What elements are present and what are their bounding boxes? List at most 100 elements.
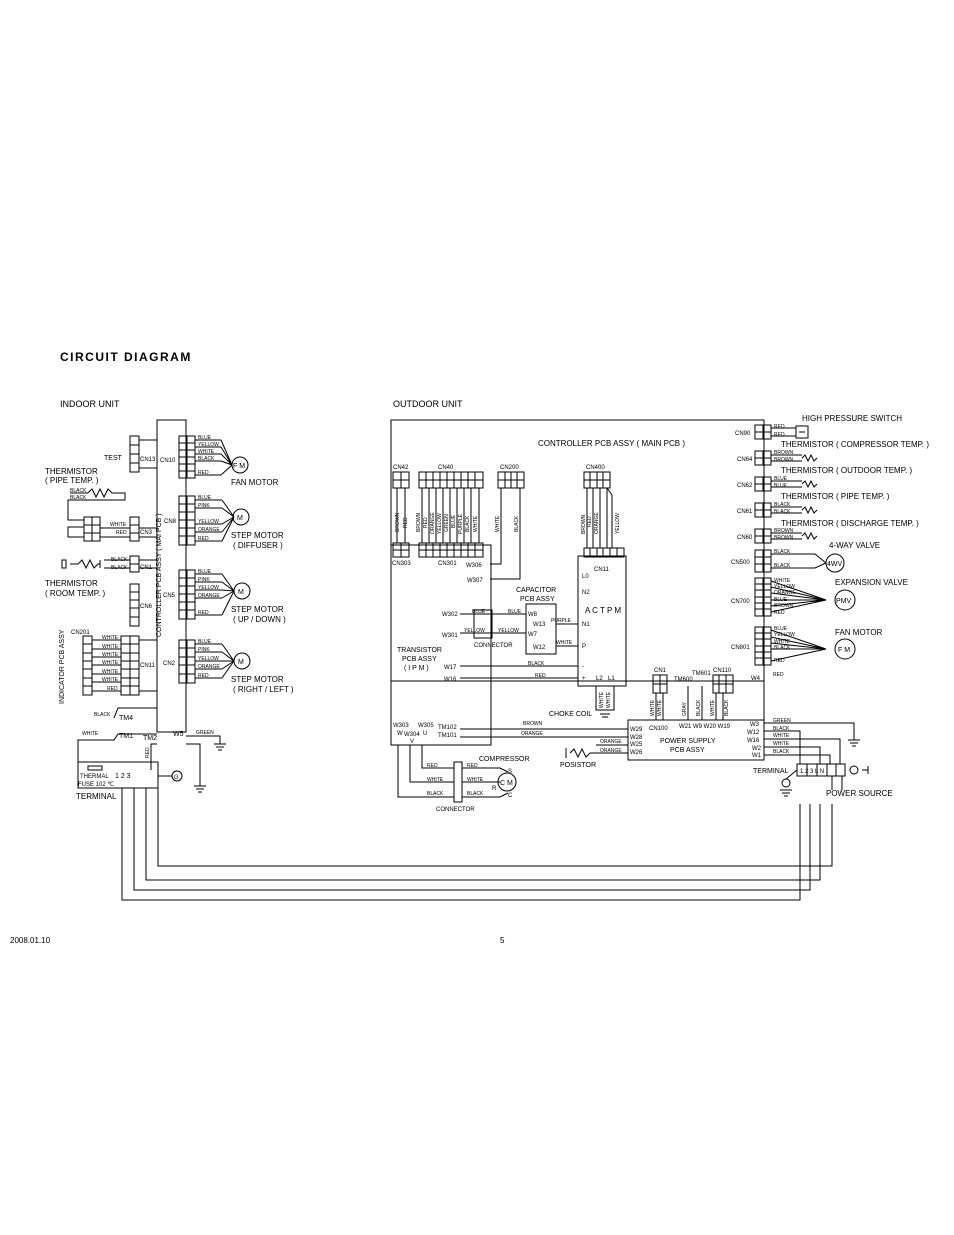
tm2-wire: RED — [145, 747, 151, 758]
comp-white-2: WHITE — [467, 777, 484, 783]
cn11-out-connector — [583, 547, 625, 558]
actpm-pin-plus: + — [582, 676, 586, 682]
cn201-connector — [82, 635, 157, 696]
step-motor-diffuser-symbol: M — [237, 515, 243, 522]
indoor-controller-pcb — [156, 419, 187, 733]
comp-white-1: WHITE — [427, 777, 444, 783]
cn1-wire-2: BLACK — [111, 565, 128, 571]
ps-pin-w2: W2 — [752, 746, 762, 752]
cn10-label: CN10 — [160, 458, 176, 464]
w306-label: W306 — [466, 563, 482, 569]
cn8-wire-5: RED — [198, 536, 209, 542]
cn801-wire-4: BLACK — [774, 645, 791, 651]
thermistor-pipe-wire-1: BLACK — [70, 488, 87, 494]
cn61-wire-2: BLACK — [774, 509, 791, 515]
cn40-wire-2: RED — [423, 517, 429, 528]
ps-pin-w3: W3 — [750, 722, 760, 728]
cn90-wire-1: RED — [774, 424, 785, 430]
cap-blue-right: BLUE — [508, 609, 522, 615]
w5-label: W5 — [173, 731, 184, 738]
compressor-symbol: C M — [500, 780, 513, 787]
cn700-wire-1: WHITE — [774, 578, 791, 584]
cn110-black: BLACK — [724, 699, 730, 716]
power-supply-label-1: POWER SUPPLY — [660, 738, 716, 745]
comp-black-1: BLACK — [427, 791, 444, 797]
cn6-label: CN6 — [140, 604, 153, 610]
cn42-label: CN42 — [393, 465, 409, 471]
posistor-label: POSISTOR — [560, 762, 596, 769]
fan-motor-out-label: FAN MOTOR — [835, 628, 883, 637]
cn10-wire-2: YELLOW — [198, 442, 219, 448]
capacitor-label-1: CAPACITOR — [516, 587, 556, 594]
cn8-label: CN8 — [164, 519, 177, 525]
cn2-wire-3: YELLOW — [198, 656, 219, 662]
cn3-wire-2: RED — [116, 530, 127, 536]
hps-label: HIGH PRESSURE SWITCH — [802, 414, 902, 423]
actpm-pin-minus: - — [582, 664, 584, 670]
outdoor-controller-label: CONTROLLER PCB ASSY ( MAIN PCB ) — [538, 439, 685, 448]
cn13-label: CN13 — [140, 457, 156, 463]
cn3-connector — [67, 516, 157, 542]
tm102-wire: BROWN — [523, 721, 543, 727]
capacitor-label-2: PCB ASSY — [520, 596, 555, 603]
tm1-label: TM1 — [119, 733, 133, 740]
cn10-wire-3: WHITE — [198, 449, 215, 455]
way-valve-icon — [825, 553, 845, 573]
ps-wire-white-2: WHITE — [773, 741, 790, 747]
transistor-pcb — [390, 544, 492, 746]
cn42-wire-1: BROWN — [395, 512, 401, 532]
actpm-pin-n1: N1 — [582, 622, 590, 628]
w302-label: W302 — [442, 612, 458, 618]
outdoor-terminal-numbers: 1 2 3 L N — [800, 769, 824, 775]
thermistor-pipe-label-2: ( PIPE TEMP. ) — [45, 476, 99, 485]
posistor-icon — [569, 747, 596, 759]
thermistor-room-label-1: THERMISTOR — [45, 579, 98, 588]
cn11-wire-6: WHITE — [102, 677, 119, 683]
fan-motor-out-symbol: F M — [838, 647, 850, 654]
cn700-wire-4: BLUE — [774, 597, 788, 603]
step-motor-updown-label-2: ( UP / DOWN ) — [233, 615, 286, 624]
power-pcb-feed-wires — [655, 681, 765, 720]
cn2-wire-1: BLUE — [198, 639, 212, 645]
transistor-label-2: PCB ASSY — [402, 656, 437, 663]
cn2-wire-4: ORANGE — [198, 664, 220, 670]
cn303-label: CN303 — [392, 561, 411, 567]
way-valve-symbol: 4WV — [827, 561, 843, 568]
tm101-wire: ORANGE — [521, 731, 543, 737]
comp-black-2: BLACK — [467, 791, 484, 797]
step-motor-diffuser-icon — [232, 508, 250, 526]
cn2-label: CN2 — [163, 661, 176, 667]
cn400-wire-1: BROWN — [581, 514, 587, 534]
cn11-wire-1: WHITE — [102, 635, 119, 641]
expansion-valve-label: EXPANSION VALVE — [835, 578, 908, 587]
cn8-wire-1: BLUE — [198, 495, 212, 501]
cn11-wire-2: WHITE — [102, 644, 119, 650]
ipm-red: RED — [535, 673, 546, 679]
cn110-white: WHITE — [710, 699, 716, 716]
cn64-wire-2: BROWN — [774, 457, 794, 463]
expansion-valve-symbol: PMV — [836, 598, 852, 605]
ps-wire-white-1: WHITE — [773, 733, 790, 739]
cn3-wire-1: WHITE — [110, 522, 127, 528]
fan-motor-label: FAN MOTOR — [231, 478, 279, 487]
power-supply-label-2: PCB ASSY — [670, 747, 705, 754]
tm101-label: TM101 — [438, 733, 457, 739]
thermal-fuse-label-1: THERMAL — [80, 774, 109, 780]
cn10-wire-1: BLUE — [198, 435, 212, 441]
cn40-wire-1: BROWN — [416, 512, 422, 532]
cn801-label: CN801 — [731, 645, 750, 651]
uvw-v: V — [410, 739, 414, 745]
cn801-wire-2: YELLOW — [774, 632, 795, 638]
connector-box — [473, 609, 493, 639]
cap-yellow-right: YELLOW — [498, 628, 519, 634]
cn40-wire-4: YELLOW — [437, 513, 443, 534]
cn42-wire-2: RED — [403, 517, 409, 528]
cn10-connector — [178, 435, 233, 479]
ps-wire-black-1: BLACK — [773, 726, 790, 732]
cn90-wire-2: RED — [774, 432, 785, 438]
cn400-top — [583, 471, 611, 489]
cn6-connector — [129, 583, 140, 627]
expansion-valve-icon — [834, 589, 856, 611]
choke-coil — [595, 685, 615, 711]
thermistor-pipe-label-1: THERMISTOR — [45, 467, 98, 476]
